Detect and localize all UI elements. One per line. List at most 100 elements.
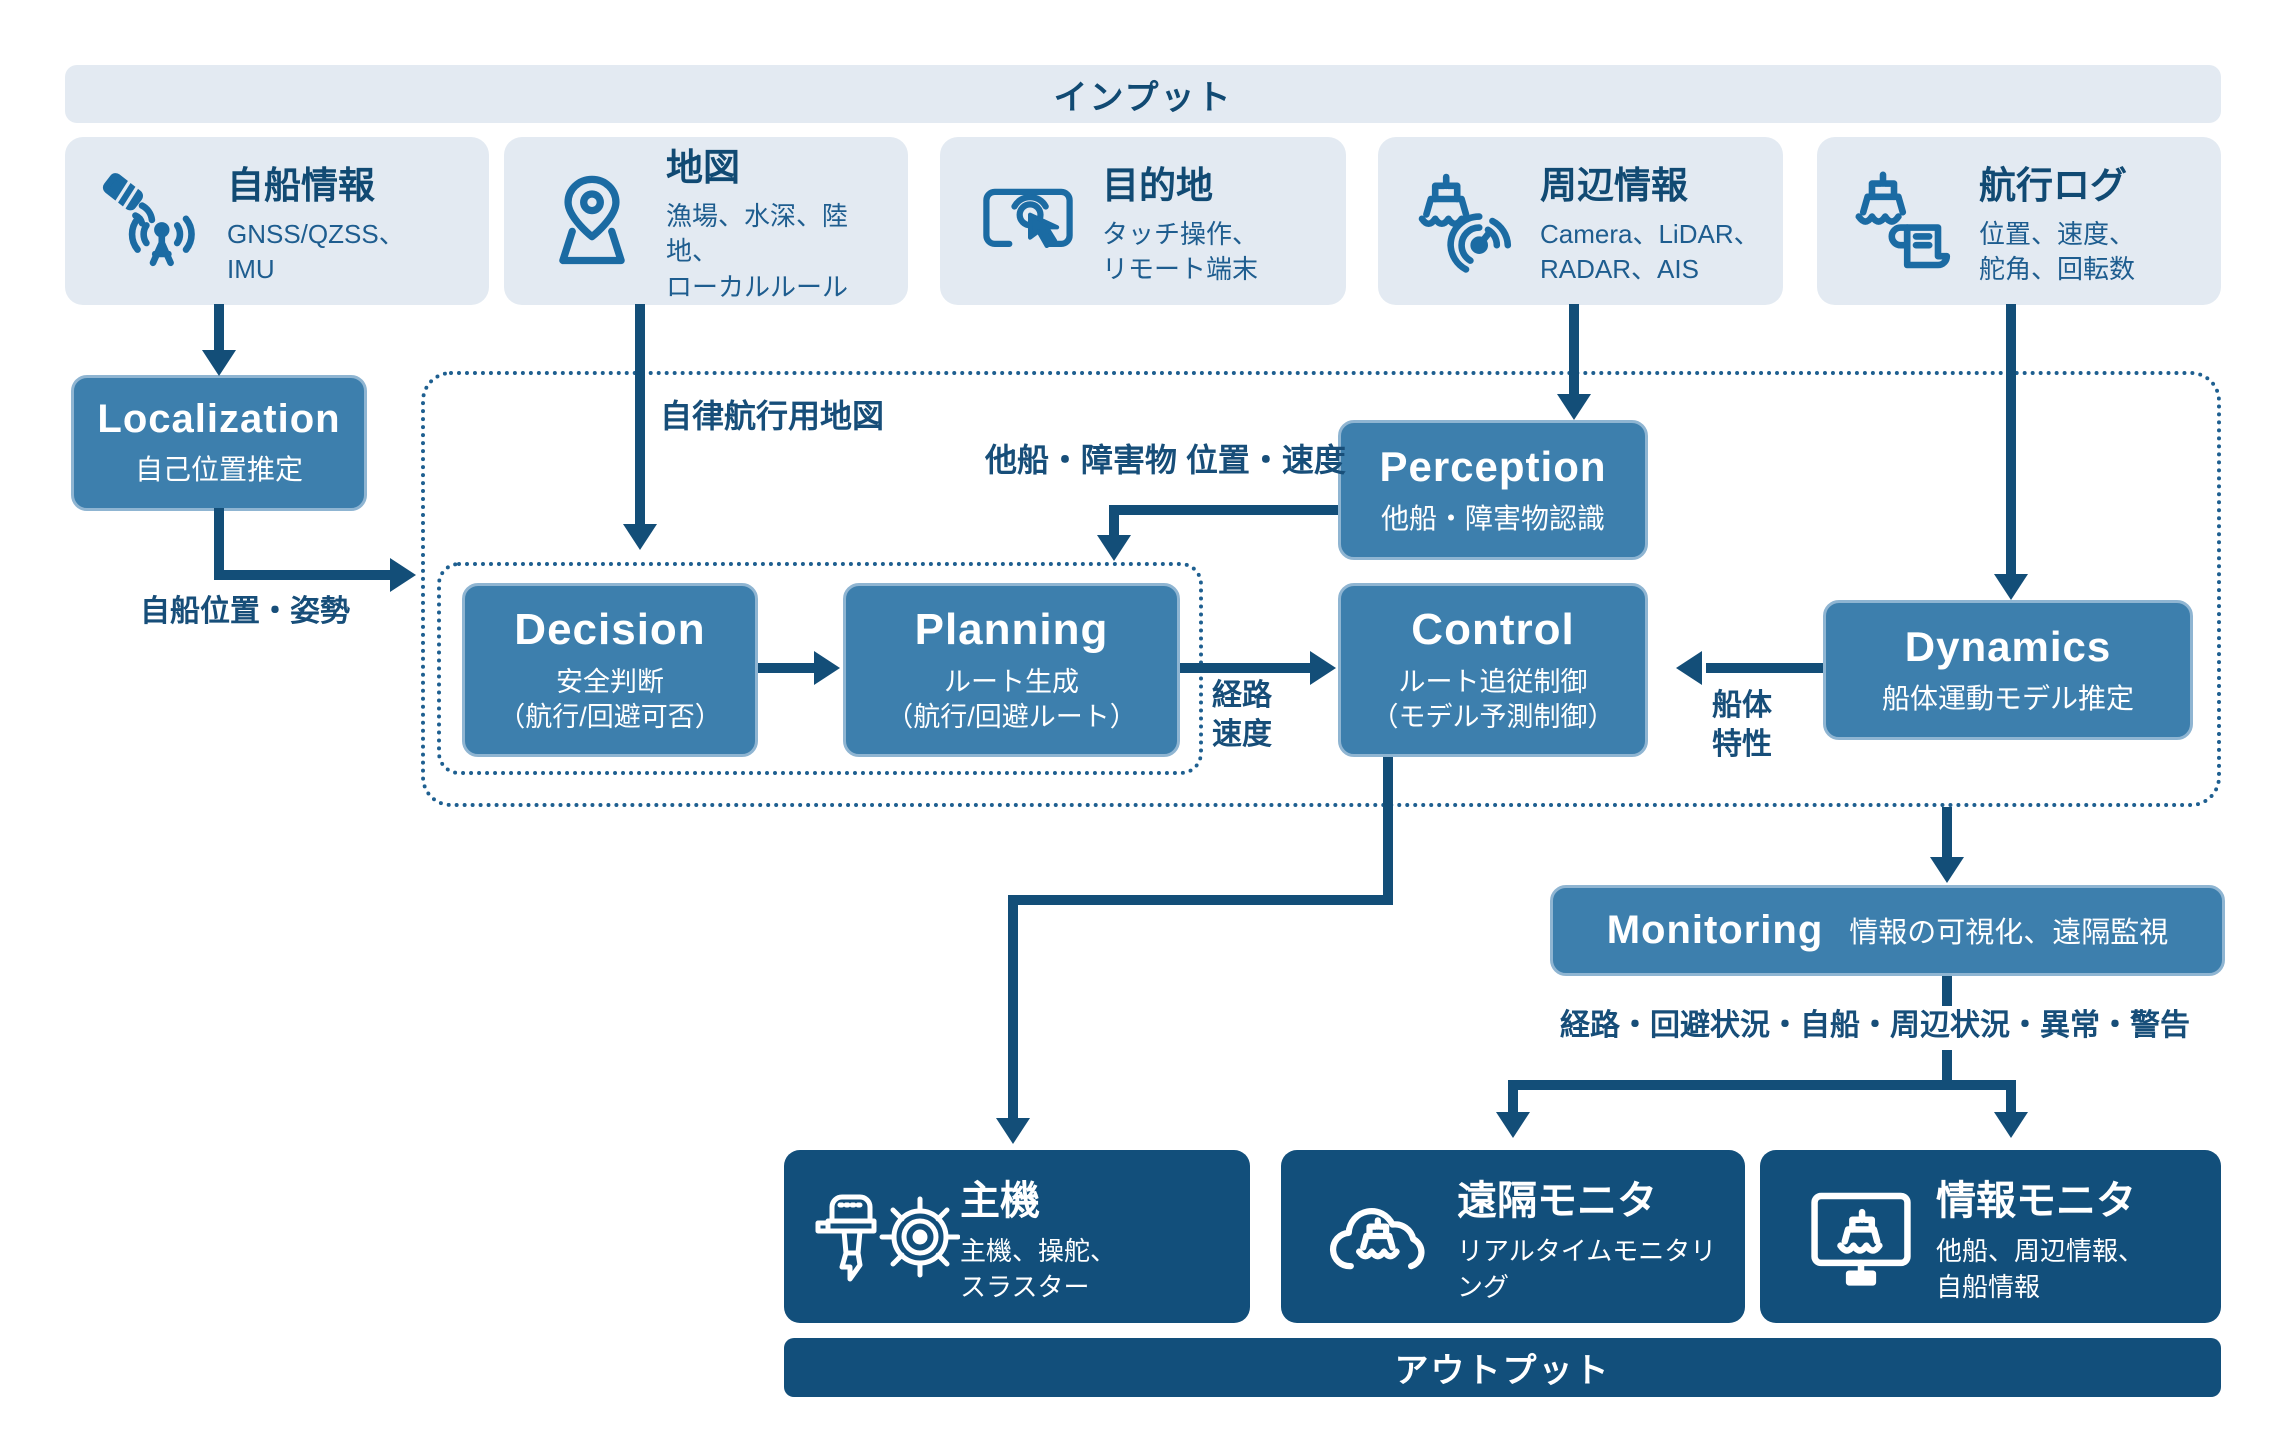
output-card-text: 遠隔モニタ リアルタイムモニタリング <box>1457 1168 1737 1304</box>
input-header-label: インプット <box>1053 78 1233 117</box>
module-subtitle: 安全判断 （航行/回避可否） <box>498 666 722 732</box>
output-card-title: 遠隔モニタ <box>1457 1179 1657 1224</box>
arrow-dynamics-to-control <box>1706 663 1823 673</box>
arrowhead <box>1994 574 2028 600</box>
output-card-info-monitor: 情報モニタ 他船、周辺情報、 自船情報 <box>1760 1150 2221 1323</box>
arrow-perception-out-horizontal <box>1110 505 1338 515</box>
output-card-main-engine: 主機 主機、操舵、 スラスター <box>784 1150 1250 1323</box>
touch-screen-icon <box>968 169 1088 273</box>
input-card-map: 地図 漁場、水深、陸地、 ローカルルール <box>504 137 908 305</box>
satellite-icon <box>93 166 213 276</box>
output-card-text: 情報モニタ 他船、周辺情報、 自船情報 <box>1936 1168 2144 1304</box>
input-card-text: 目的地 タッチ操作、 リモート端末 <box>1102 155 1258 287</box>
arrowhead <box>390 558 416 592</box>
arrow-ownship-to-localization <box>214 304 224 352</box>
module-subtitle: 他船・障害物認識 <box>1380 502 1605 534</box>
output-card-subtitle: 主機、操舵、 スラスター <box>960 1236 1117 1302</box>
arrow-localization-out-horizontal <box>214 570 390 580</box>
input-card-title: 目的地 <box>1102 164 1213 206</box>
input-card-subtitle: 位置、速度、 舵角、回転数 <box>1979 218 2136 284</box>
input-card-own-ship: 自船情報 GNSS/QZSS、 IMU <box>65 137 489 305</box>
cloud-ship-icon <box>1307 1185 1457 1289</box>
output-card-remote-monitor: 遠隔モニタ リアルタイムモニタリング <box>1281 1150 1745 1323</box>
output-header-band: アウトプット <box>784 1338 2221 1397</box>
edge-label-monitoring-items: 経路・回避状況・自船・周辺状況・異常・警告 <box>1560 1009 2190 1042</box>
output-card-subtitle: リアルタイムモニタリング <box>1457 1236 1717 1302</box>
arrowhead <box>996 1118 1030 1144</box>
input-header-band: インプット <box>65 65 2221 123</box>
arrowhead <box>623 524 657 550</box>
arrow-monitoring-out-upper <box>1942 976 1952 1006</box>
arrow-control-out-horizontal <box>1008 895 1393 905</box>
arrowhead <box>1557 394 1591 420</box>
arrow-map-to-planning-group <box>635 304 645 526</box>
output-card-title: 情報モニタ <box>1936 1179 2136 1224</box>
module-control: Control ルート追従制御 （モデル予測制御） <box>1338 583 1648 757</box>
arrowhead <box>1310 651 1336 685</box>
input-card-title: 航行ログ <box>1979 164 2127 206</box>
arrow-decision-to-planning <box>758 663 814 673</box>
engine-wheel-icon <box>810 1181 960 1293</box>
arrow-log-to-dynamics <box>2006 304 2016 576</box>
input-card-text: 地図 漁場、水深、陸地、 ローカルルール <box>666 137 898 304</box>
module-subtitle: 船体運動モデル推定 <box>1881 682 2134 714</box>
output-card-text: 主機 主機、操舵、 スラスター <box>960 1168 1116 1304</box>
module-title: Planning <box>914 604 1109 654</box>
module-subtitle: 情報の可視化、遠隔監視 <box>1849 916 2169 949</box>
monitor-ship-icon <box>1786 1183 1936 1291</box>
module-title: Decision <box>514 604 706 654</box>
arrow-monitoring-split-horizontal <box>1508 1080 2016 1090</box>
arrowhead <box>1496 1112 1530 1138</box>
arrow-control-out-vertical <box>1383 757 1393 905</box>
module-planning: Planning ルート生成 （航行/回避ルート） <box>843 583 1180 757</box>
output-header-label: アウトプット <box>1394 1352 1611 1390</box>
arrowhead <box>814 651 840 685</box>
module-dynamics: Dynamics 船体運動モデル推定 <box>1823 600 2193 740</box>
arrow-monitoring-out-lower <box>1942 1050 1952 1090</box>
module-subtitle: 自己位置推定 <box>134 454 303 486</box>
module-subtitle: ルート追従制御 （モデル予測制御） <box>1371 666 1615 732</box>
module-subtitle: ルート生成 （航行/回避ルート） <box>886 666 1137 732</box>
ship-radar-icon <box>1406 166 1526 276</box>
ship-log-icon <box>1845 166 1965 276</box>
input-card-subtitle: 漁場、水深、陸地、 ローカルルール <box>666 201 849 302</box>
input-card-subtitle: タッチ操作、 リモート端末 <box>1102 218 1259 284</box>
module-title: Perception <box>1379 442 1607 490</box>
input-card-title: 自船情報 <box>227 164 375 206</box>
input-card-subtitle: Camera、LiDAR、 RADAR、AIS <box>1540 218 1760 284</box>
module-perception: Perception 他船・障害物認識 <box>1338 420 1648 560</box>
arrowhead <box>1097 535 1131 561</box>
output-card-subtitle: 他船、周辺情報、 自船情報 <box>1936 1236 2145 1302</box>
module-title: Localization <box>97 397 341 442</box>
input-card-surroundings: 周辺情報 Camera、LiDAR、 RADAR、AIS <box>1378 137 1783 305</box>
module-monitoring: Monitoring 情報の可視化、遠隔監視 <box>1550 885 2225 976</box>
output-card-title: 主機 <box>960 1179 1040 1224</box>
arrowhead <box>1930 857 1964 883</box>
module-title: Control <box>1411 604 1575 654</box>
input-card-destination: 目的地 タッチ操作、 リモート端末 <box>940 137 1346 305</box>
arrow-surroundings-to-perception <box>1569 304 1579 396</box>
arrow-control-to-engine-vertical <box>1008 895 1018 1120</box>
arrowhead <box>202 350 236 376</box>
edge-label-own-position: 自船位置・姿勢 <box>140 595 350 628</box>
edge-label-hull-characteristics: 船体 特性 <box>1712 689 1772 761</box>
edge-label-autonomy-map: 自律航行用地図 <box>660 398 885 434</box>
input-card-text: 自船情報 GNSS/QZSS、 IMU <box>227 155 405 287</box>
arrowhead <box>1994 1112 2028 1138</box>
input-card-text: 周辺情報 Camera、LiDAR、 RADAR、AIS <box>1540 155 1760 287</box>
module-localization: Localization 自己位置推定 <box>71 375 367 511</box>
input-card-navigation-log: 航行ログ 位置、速度、 舵角、回転数 <box>1817 137 2221 305</box>
arrow-split-to-info-monitor <box>2006 1080 2016 1116</box>
edge-label-route-speed: 経路 速度 <box>1212 679 1272 751</box>
input-card-title: 周辺情報 <box>1540 164 1688 206</box>
edge-label-obstacle-position-speed: 他船・障害物 位置・速度 <box>985 442 1346 478</box>
arrow-core-to-monitoring <box>1942 807 1952 861</box>
arrow-planning-to-control <box>1180 663 1310 673</box>
module-title: Monitoring <box>1606 908 1824 952</box>
autonomy-core-container <box>421 371 2221 807</box>
input-card-title: 地図 <box>666 147 740 189</box>
map-pin-icon <box>532 169 652 273</box>
arrow-split-to-remote-monitor <box>1508 1080 1518 1116</box>
input-card-text: 航行ログ 位置、速度、 舵角、回転数 <box>1979 155 2135 287</box>
